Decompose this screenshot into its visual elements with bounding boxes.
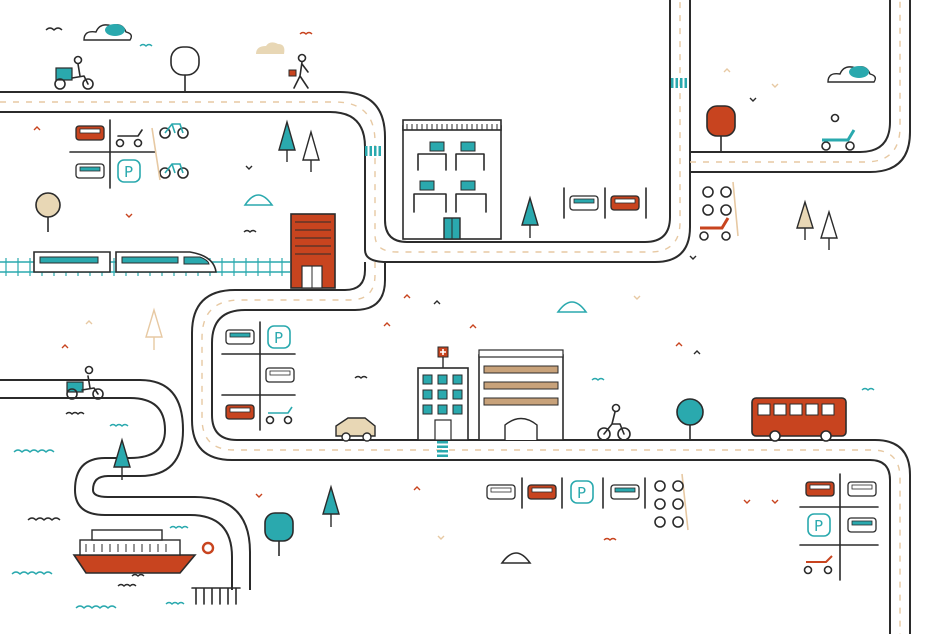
road-edge-low-outer	[0, 397, 233, 590]
car-icon	[225, 329, 255, 345]
crosswalk-icon	[365, 78, 687, 457]
life-ring-icon	[201, 541, 215, 555]
parking-sign-icon: P	[117, 159, 141, 183]
cargo-bike-icon	[66, 365, 104, 400]
tree-icon	[264, 512, 294, 556]
car-icon	[805, 481, 835, 497]
road-edge-mid-outer	[191, 262, 891, 634]
tree-icon	[302, 129, 320, 172]
car-icon	[847, 481, 877, 497]
scooter-icon	[265, 406, 293, 425]
bike-rack-icon	[654, 473, 689, 531]
tree-icon	[521, 195, 539, 238]
road-network	[0, 0, 911, 634]
parking-letter: P	[577, 484, 586, 502]
apartment-building	[290, 213, 336, 289]
car-icon	[610, 484, 640, 500]
parking-letter: P	[814, 517, 823, 535]
cloud-icon	[256, 42, 285, 54]
car-icon	[75, 163, 105, 179]
tree-icon	[170, 46, 200, 92]
tree-icon	[35, 192, 61, 232]
parking-grid-mid-left: P	[221, 321, 296, 431]
scooter-icon	[115, 129, 143, 148]
parking-sign-icon: P	[570, 480, 594, 504]
parking-grid-bottom-right: P	[799, 473, 879, 581]
car-icon	[265, 367, 295, 383]
boat-icon	[72, 529, 215, 574]
tree-icon	[322, 484, 340, 527]
scooter-icon	[821, 113, 856, 151]
decor-marks	[33, 68, 779, 540]
tree-icon	[676, 398, 704, 440]
parking-sign-icon: P	[267, 325, 291, 349]
lane-mid	[201, 262, 901, 634]
scooter-icon	[699, 217, 731, 241]
car-icon	[569, 195, 599, 211]
hospital-icon	[417, 346, 469, 441]
bird-icon	[45, 27, 875, 541]
parking-garage	[478, 349, 564, 441]
road-edge-right-top	[690, 0, 891, 153]
parking-letter: P	[124, 163, 133, 181]
car-icon	[847, 517, 877, 533]
pier-icon	[191, 587, 241, 605]
bush-icon	[243, 194, 274, 206]
parking-grid-top-left: P	[69, 119, 189, 189]
cloud-icon	[827, 66, 877, 83]
parking-sign-icon: P	[807, 513, 831, 537]
scooter-icon	[803, 555, 833, 575]
car-icon	[527, 484, 557, 500]
cyclist	[597, 403, 631, 441]
pedestrian-icon	[288, 53, 309, 89]
car-icon	[486, 484, 516, 500]
parking-row-bottom: P	[486, 473, 689, 531]
car-icon	[225, 404, 255, 420]
parking-row-top-middle	[563, 187, 647, 219]
tree-icon	[820, 209, 838, 250]
tree-icon	[113, 437, 131, 480]
road-edge-mid-inner	[211, 262, 911, 634]
bush-icon	[556, 301, 588, 313]
bicycle-icon	[159, 123, 189, 139]
tree-icon	[706, 105, 736, 152]
car-icon	[75, 125, 105, 141]
bike-rack-icon	[702, 181, 739, 237]
road-edge-low-inner	[0, 379, 251, 590]
road-edge-right-top-outer	[690, 0, 911, 173]
road-edge-top-outer	[0, 0, 671, 243]
road-edge-top-inner	[0, 0, 691, 263]
bike-rack-icon	[151, 127, 161, 181]
train-icon	[33, 251, 217, 273]
cargo-bike-icon	[54, 55, 94, 90]
tree-icon	[796, 199, 814, 240]
railway	[0, 251, 290, 276]
car-icon	[610, 195, 640, 211]
office-icon	[402, 119, 502, 240]
bicycle-icon	[159, 163, 189, 179]
car-icon	[335, 417, 376, 442]
parking-letter: P	[274, 329, 283, 347]
cloud-icon	[83, 24, 133, 41]
tree-icon	[145, 307, 163, 350]
waves-icon	[11, 411, 189, 609]
bush-icon	[500, 552, 532, 564]
bus-icon	[751, 397, 847, 442]
tree-icon	[278, 119, 296, 162]
